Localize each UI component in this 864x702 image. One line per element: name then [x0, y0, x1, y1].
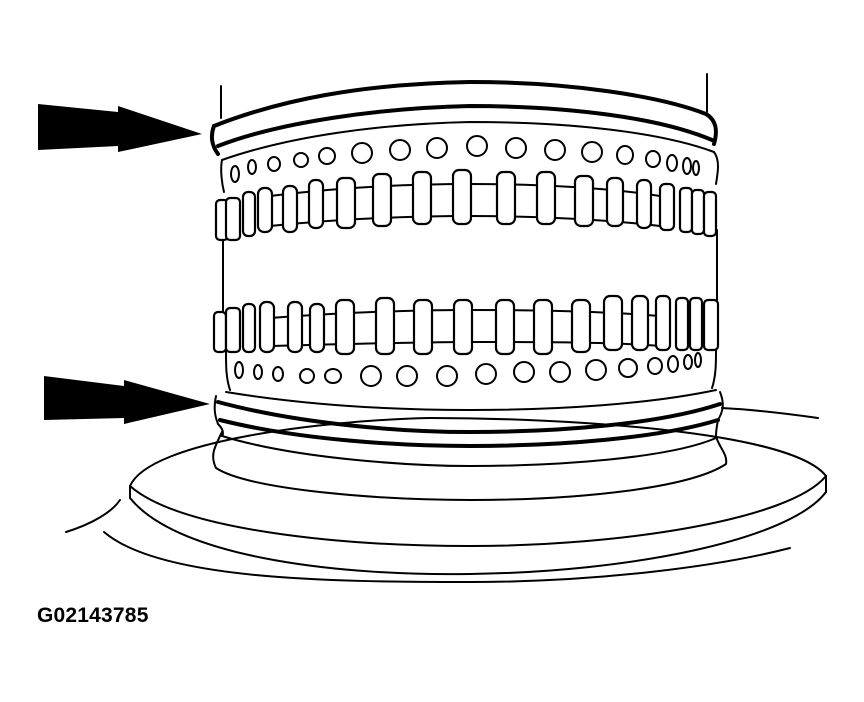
upper-hole-row: [230, 135, 700, 183]
base-plate: [65, 407, 827, 583]
lower-hole-band-edge: [225, 351, 231, 391]
upper-hole-band-edge-right: [713, 151, 719, 185]
drum-shell: [220, 73, 718, 313]
drum-base-flare: [212, 431, 728, 501]
upper-hole-band-edge: [220, 159, 225, 193]
lower-snap-ring: [213, 389, 724, 449]
upper-snap-ring: [209, 79, 718, 161]
lower-snap-ring-arrow: [44, 376, 210, 424]
lower-spline-band: [212, 294, 720, 356]
upper-snap-ring-arrow: [38, 104, 202, 152]
upper-spline-band: [214, 168, 718, 242]
lower-hole-band-edge-right: [711, 349, 717, 389]
figure-id-label: G02143785: [37, 604, 149, 627]
lower-hole-row: [234, 352, 702, 387]
